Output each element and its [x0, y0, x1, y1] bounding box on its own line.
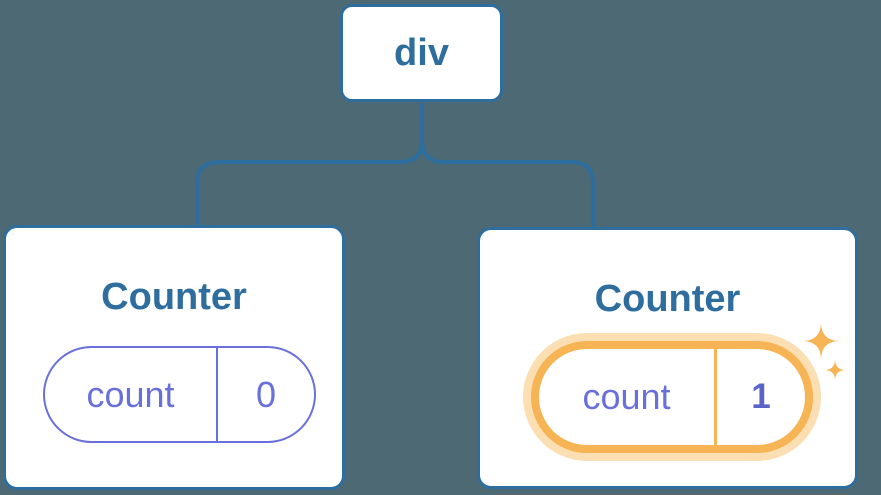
- connector-right-branch: [420, 103, 595, 229]
- sparkles-decoration: [802, 322, 846, 381]
- component-title: Counter: [594, 278, 741, 320]
- root-node-div: div: [340, 4, 503, 102]
- sparkle-large-icon: [802, 322, 840, 360]
- state-pill-highlighted: count 1: [531, 341, 813, 453]
- connector-left-branch: [195, 103, 424, 227]
- state-pill: count 0: [43, 346, 316, 443]
- sparkle-small-icon: [824, 359, 846, 381]
- state-value: 0: [216, 348, 314, 441]
- component-card-counter-right: Counter count 1: [477, 227, 858, 489]
- state-value: 1: [714, 349, 805, 445]
- component-title: Counter: [101, 276, 247, 318]
- state-name: count: [86, 373, 175, 415]
- component-card-counter-left: Counter count 0: [3, 225, 345, 490]
- state-name: count: [582, 376, 671, 417]
- root-node-label: div: [394, 31, 449, 74]
